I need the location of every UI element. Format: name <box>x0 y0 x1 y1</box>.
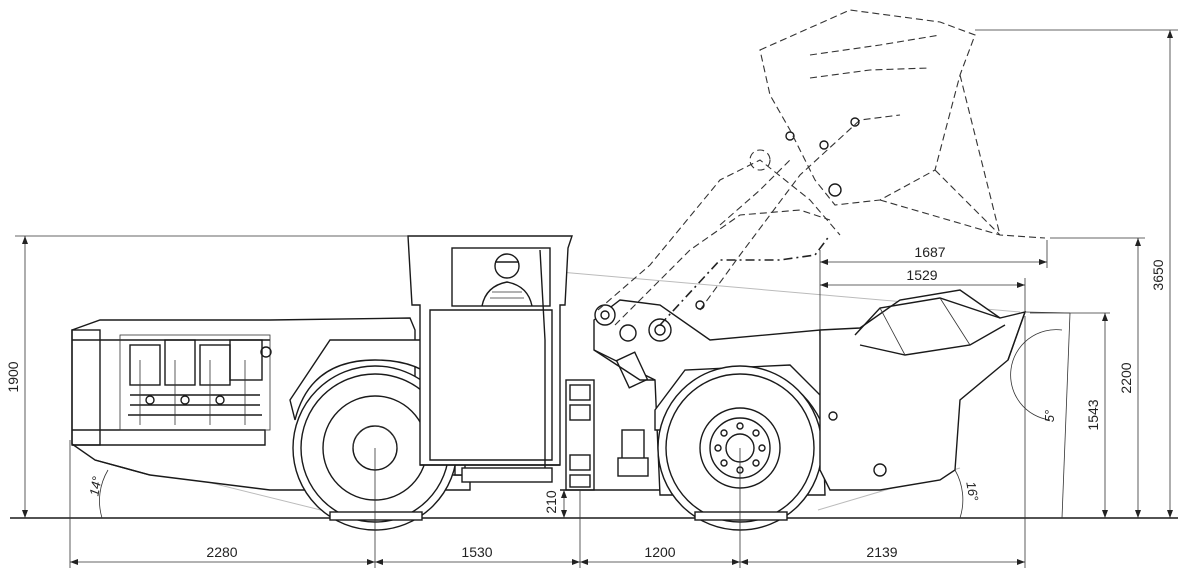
dim-rear-wheelbase: 1530 <box>461 544 492 560</box>
dim-line-height <box>15 235 408 518</box>
lift-arm-raised <box>597 114 901 326</box>
operator-cab <box>407 235 573 483</box>
dim-line-bottom <box>69 316 1026 568</box>
dim-line-right <box>975 29 1178 519</box>
dim-front-wheelbase: 1200 <box>644 544 675 560</box>
angle-departure: 14° <box>86 475 104 497</box>
dim-front-overhang: 2139 <box>866 544 897 560</box>
dim-dump-height: 2200 <box>1118 362 1134 393</box>
dim-ground-clearance: 210 <box>543 490 559 514</box>
dim-rear-overhang: 2280 <box>206 544 237 560</box>
operator-figure <box>481 253 533 307</box>
dim-total-height: 1900 <box>5 361 21 392</box>
dim-bucket-reach: 1687 <box>914 244 945 260</box>
angle-bucket-tilt: 5° <box>1042 410 1057 422</box>
bucket-lowered <box>819 289 1027 491</box>
dim-line-reach <box>819 240 1048 330</box>
engine <box>119 334 272 431</box>
dim-lift-height: 3650 <box>1150 259 1166 290</box>
dim-bucket-length: 1529 <box>906 267 937 283</box>
dim-pin-height: 1543 <box>1085 399 1101 430</box>
angle-approach: 16° <box>963 480 981 502</box>
dim-line-clearance <box>561 490 567 518</box>
angle-arcs <box>99 329 1063 519</box>
hydraulic-tank <box>617 429 649 477</box>
bucket-raised <box>759 9 1046 239</box>
